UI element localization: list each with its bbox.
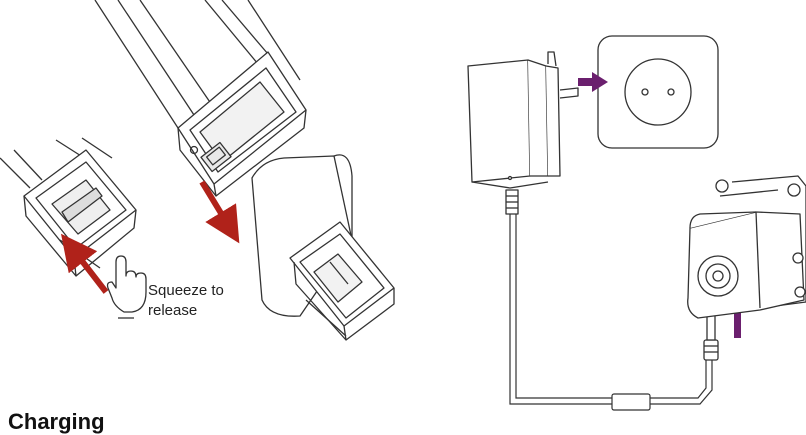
wall-socket [598, 36, 718, 148]
squeeze-label-line2: release [148, 301, 197, 320]
hand-pointer-icon [108, 256, 147, 318]
section-heading: Charging [8, 409, 105, 435]
device-charging-port [688, 176, 806, 318]
charging-cable [510, 214, 712, 410]
barrel-plug [704, 314, 718, 360]
battery-pack [252, 155, 394, 340]
squeeze-label-line1: Squeeze to [148, 281, 224, 300]
power-adapter [468, 52, 578, 214]
battery-clip [0, 138, 136, 276]
